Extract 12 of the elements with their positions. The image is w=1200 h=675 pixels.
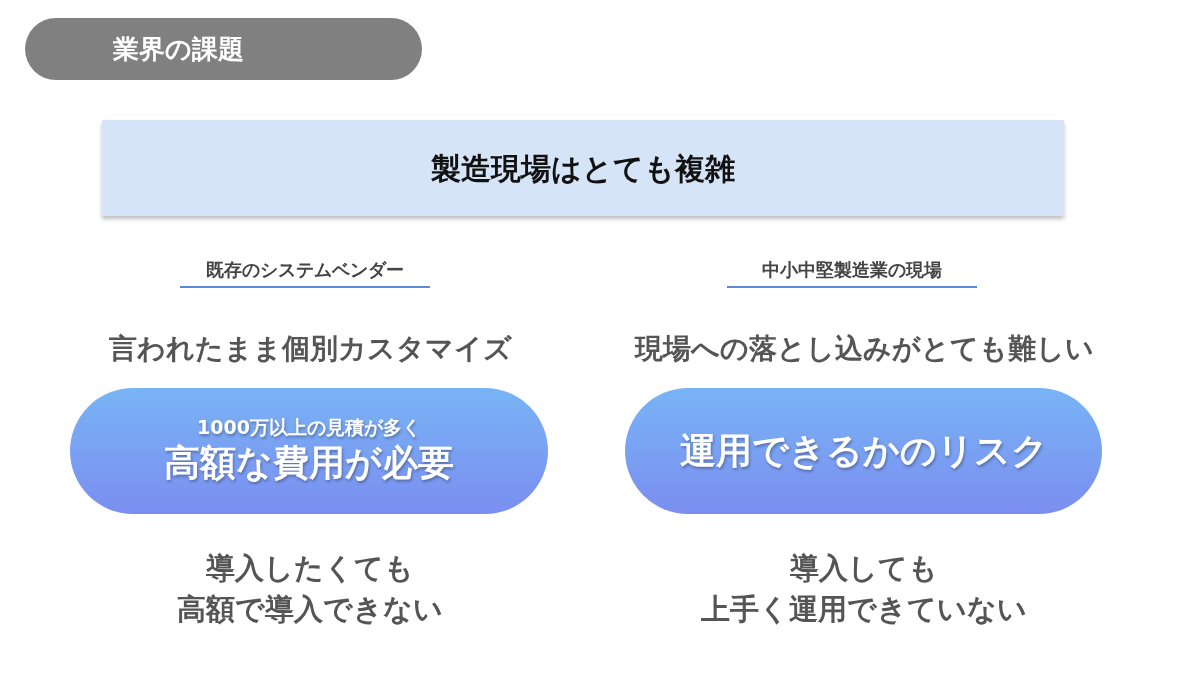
problem-text: 現場への落とし込みがとても難しい: [633, 331, 1095, 367]
node-text: 高額な費用が必要: [164, 440, 454, 485]
title-pill: 業界の課題: [25, 18, 422, 80]
node-text: 運用できるかのリスク: [679, 428, 1048, 473]
heading-band: [102, 120, 1064, 216]
result-text: 導入しても上手く運用できていない: [700, 550, 1028, 628]
problem-text: 言われたまま個別カスタマイズ: [107, 331, 513, 367]
column-heading: 中小中堅製造業の現場: [727, 258, 977, 288]
column-heading: 既存のシステムベンダー: [180, 258, 430, 288]
node-text: 製造現場はとても複雑: [431, 149, 735, 188]
result-text: 導入したくても高額で導入できない: [176, 550, 444, 628]
node-subtext: 1000万以上の見積が多く: [197, 415, 421, 440]
